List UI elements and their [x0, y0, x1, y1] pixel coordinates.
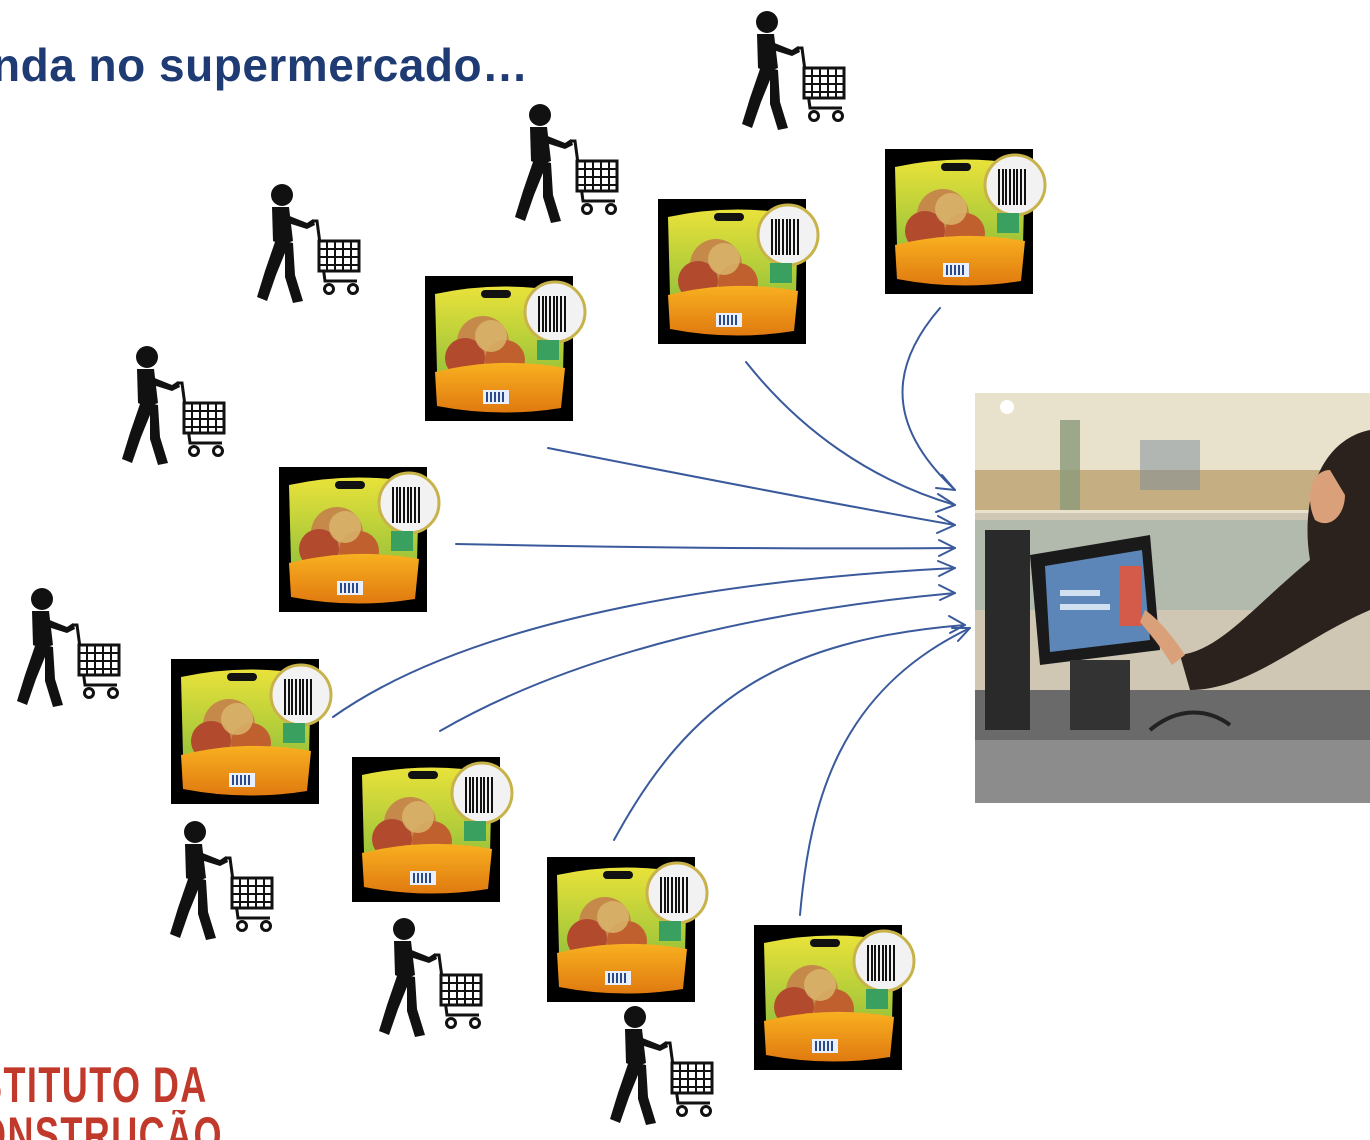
checkout-cashier-photo: [975, 393, 1370, 803]
shopper-icon: [513, 102, 619, 225]
arrowhead: [951, 627, 971, 642]
arrow-connector: [547, 447, 956, 526]
shopper-icon: [15, 586, 121, 709]
arrowhead: [938, 584, 956, 601]
product-bag-image: [656, 197, 820, 346]
slide-title: nda no supermercado…: [0, 39, 529, 91]
shopper-icon: [608, 1004, 714, 1127]
arrow-connector: [455, 543, 956, 550]
arrowhead: [937, 560, 956, 577]
shopper-icon: [120, 344, 226, 467]
arrow-connector: [613, 624, 966, 841]
arrow-connector: [799, 627, 971, 916]
arrow-connector: [901, 307, 956, 491]
shopper-icon: [377, 916, 483, 1039]
arrow-connector: [332, 567, 956, 718]
product-bag-image: [169, 657, 333, 806]
logo-line-1: STITUTO DA: [0, 1057, 208, 1113]
arrowhead: [935, 474, 956, 491]
arrowhead: [938, 539, 956, 557]
arrowhead: [948, 615, 966, 634]
arrowhead: [935, 493, 956, 513]
product-bag-image: [423, 274, 587, 423]
product-bag-image: [350, 755, 514, 904]
institute-logo: STITUTO DA ONSTRUÇÃO: [0, 1060, 223, 1140]
product-bag-image: [883, 147, 1047, 296]
product-bag-image: [545, 855, 709, 1004]
shopper-icon: [740, 9, 846, 132]
logo-line-2: ONSTRUÇÃO: [0, 1110, 223, 1140]
product-bag-image: [277, 465, 441, 614]
shopper-icon: [168, 819, 274, 942]
product-bag-image: [752, 923, 916, 1072]
shopper-icon: [255, 182, 361, 305]
arrowhead: [936, 515, 956, 534]
arrow-connector: [745, 361, 956, 506]
arrow-connector: [439, 592, 956, 732]
